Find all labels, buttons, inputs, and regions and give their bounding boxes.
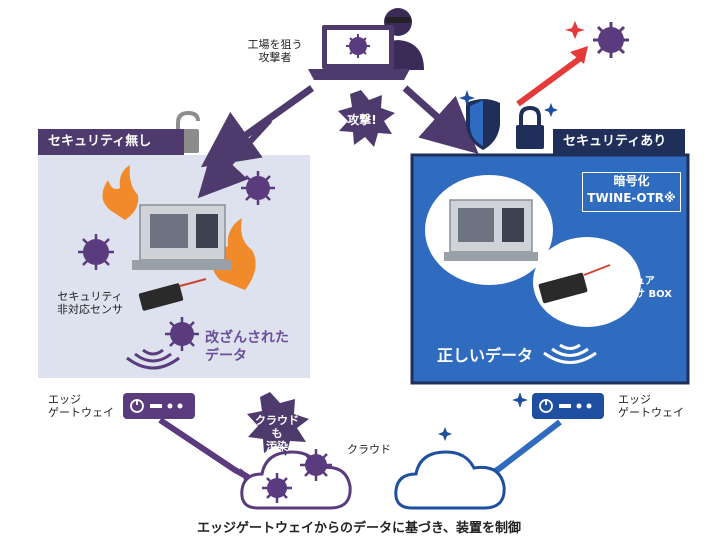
signal-waves-right	[543, 343, 597, 364]
sparkle-icon-4	[438, 427, 452, 441]
sensor-icon-left	[138, 278, 207, 311]
fire-icon-left	[102, 165, 139, 220]
correct-data-label: 正しいデータ	[437, 346, 534, 365]
sparkle-icon-2	[544, 103, 558, 117]
attacker-label-line1: 工場を狙う	[247, 38, 303, 51]
sparkle-icon	[565, 21, 585, 39]
encryption-line1: 暗号化	[613, 174, 650, 188]
tampered-data-label: 改ざんされた データ	[205, 329, 289, 365]
secure-box-label: セキュア センサ BOX	[615, 275, 672, 301]
sensor-label-line1: セキュリティ	[57, 290, 123, 303]
edge-gateway-left-label: エッジ ゲートウェイ	[48, 393, 114, 419]
sensor-label: セキュリティ 非対応センサ	[48, 290, 132, 316]
sparkle-icon-3	[512, 392, 528, 408]
cloud-polluted-burst	[247, 392, 309, 456]
cloud-polluted-line2: 汚染	[266, 440, 288, 453]
edge-gateway-right-icon	[532, 393, 604, 419]
sensor-box-circle	[533, 237, 641, 327]
edge-gateway-left-line1: エッジ	[48, 393, 81, 406]
deflect-arrow	[516, 54, 584, 107]
cloud-polluted-line1: クラウドも	[255, 414, 299, 440]
edge-gateway-left-line2: ゲートウェイ	[48, 406, 114, 419]
attack-burst	[338, 90, 395, 147]
virus-icon-cloud-1	[300, 449, 332, 481]
sensor-label-line2: 非対応センサ	[57, 303, 123, 316]
edge-gateway-right-label: エッジ ゲートウェイ	[618, 393, 684, 419]
virus-icon-left-3	[165, 317, 199, 351]
edge-gateway-right-line1: エッジ	[618, 393, 651, 406]
secure-box-line1: セキュア	[615, 276, 655, 287]
left-panel-header: セキュリティ無し	[38, 129, 184, 155]
upload-arrow-right	[486, 419, 562, 479]
padlock-closed-icon	[516, 105, 544, 149]
encryption-line2: TWINE-OTR※	[587, 191, 676, 205]
virus-icon-laptop	[346, 34, 370, 58]
attacker-label: 工場を狙う 攻撃者	[242, 38, 308, 64]
edge-gateway-right-line2: ゲートウェイ	[618, 406, 684, 419]
virus-icon-left-2	[78, 234, 114, 270]
secure-box-line2: センサ BOX	[615, 289, 672, 300]
cloud-left	[240, 450, 352, 510]
attack-arrow-right	[402, 85, 479, 155]
machine-icon-right	[444, 199, 538, 261]
caption: エッジゲートウェイからのデータに基づき、装置を制御	[196, 521, 522, 536]
signal-waves-left	[126, 348, 180, 370]
tampered-label-line2: データ	[205, 348, 247, 364]
cloud-right	[394, 450, 506, 510]
right-panel-header: セキュリティあり	[553, 129, 685, 155]
encryption-box: 暗号化 TWINE-OTR※	[582, 172, 681, 212]
edge-gateway-left-icon	[123, 393, 195, 419]
upload-arrow-left	[158, 417, 250, 480]
attacker-label-line2: 攻撃者	[258, 51, 292, 64]
sensor-box-icon	[538, 264, 611, 304]
virus-icon-cloud-2	[262, 473, 292, 503]
machine-icon-left	[132, 204, 232, 270]
attack-label: 攻撃!	[347, 113, 377, 127]
fire-icon-right	[211, 218, 256, 290]
virus-icon-left-1	[241, 171, 275, 205]
tampered-label-line1: 改ざんされた	[205, 330, 289, 346]
cloud-label: クラウド	[347, 443, 391, 456]
virus-icon-deflected	[593, 22, 629, 58]
sparkle-icon-1	[459, 90, 475, 106]
cloud-polluted-label: クラウドも 汚染	[252, 414, 302, 453]
attack-arrow-left-2	[197, 117, 273, 199]
